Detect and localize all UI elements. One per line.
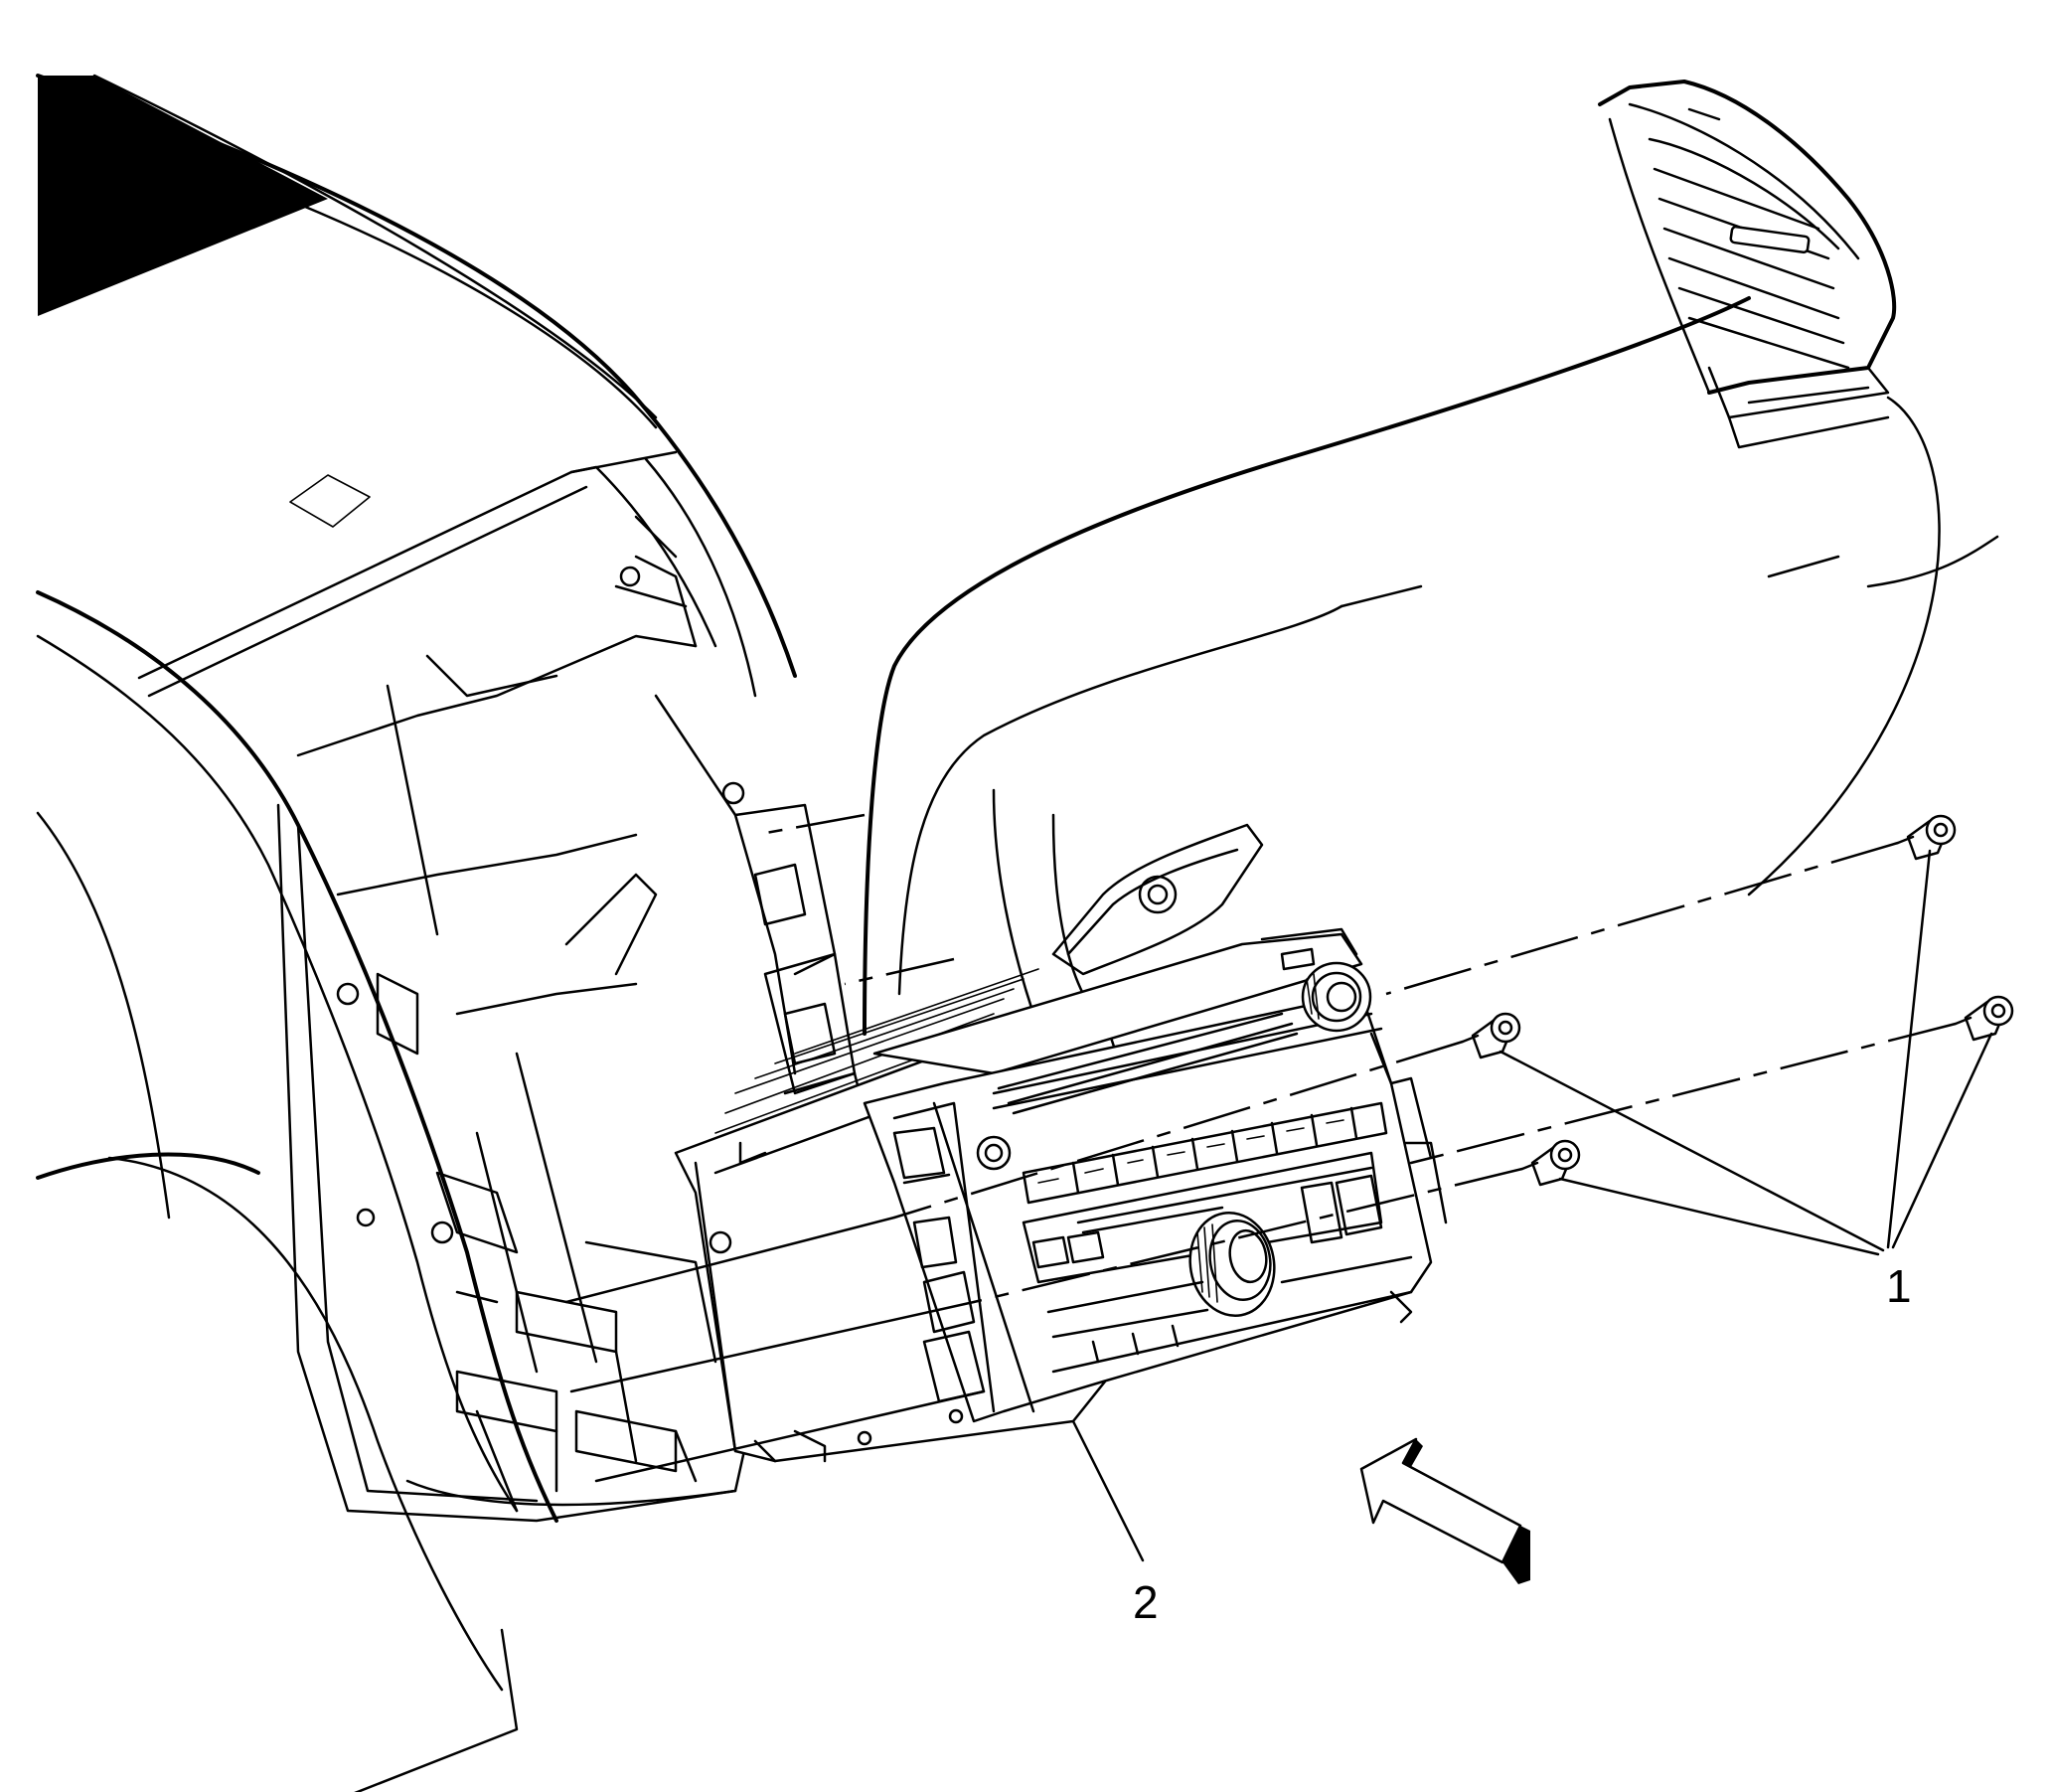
fastener-mid-left <box>1461 1012 1521 1059</box>
install-direction-arrow-icon <box>1359 1437 1530 1584</box>
mounting-bracket <box>614 515 867 1135</box>
callout-2: 2 <box>1133 1576 1159 1628</box>
dash-top-panel <box>137 450 757 698</box>
air-vent <box>1598 80 1897 449</box>
hazard-button <box>1051 823 1264 976</box>
windshield-area <box>36 74 797 678</box>
fastener-lower-left <box>1520 1139 1581 1187</box>
radio-unit <box>674 927 1448 1463</box>
instrument-panel-left <box>36 590 737 1792</box>
fastener-mid-right <box>1954 995 2014 1042</box>
callout-1: 1 <box>1886 1260 1912 1312</box>
callout-leaders <box>1071 849 1993 1562</box>
instrument-panel-right <box>863 296 1999 1036</box>
alignment-lines <box>564 813 1957 1483</box>
radio-cavity <box>276 634 757 1523</box>
fastener-upper-right <box>1896 814 1957 861</box>
